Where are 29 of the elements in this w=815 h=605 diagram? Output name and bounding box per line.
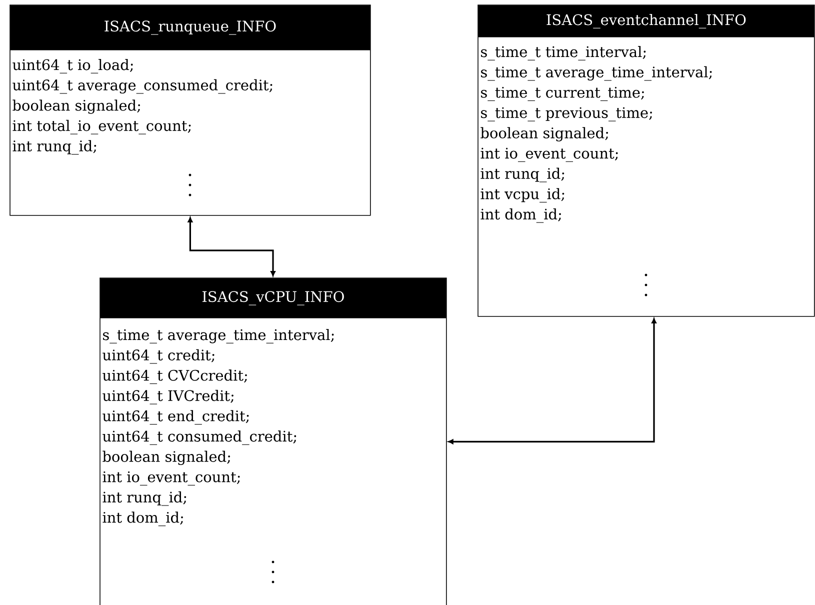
field-text: uint64_t io_load;	[12, 58, 133, 74]
field-text: uint64_t CVCcredit;	[102, 370, 247, 384]
class-header: ISACS_eventchannel_INFO	[478, 5, 814, 38]
field-text: boolean signaled;	[102, 450, 230, 466]
field-text: int runq_id;	[102, 491, 186, 506]
arrow	[448, 318, 656, 444]
field-text: uint64_t IVCredit;	[102, 390, 234, 404]
field-text: int total_io_event_count;	[12, 120, 191, 134]
field-text: uint64_t consumed_credit;	[102, 430, 296, 445]
field-text: uint64_t average_consumed_credit;	[12, 79, 272, 94]
field-text: int runq_id;	[480, 168, 564, 182]
field-text: s_time_t time_interval;	[481, 46, 646, 60]
field-text: s_time_t current_time;	[481, 86, 644, 101]
field-text: int io_event_count;	[480, 148, 618, 162]
class-header: ISACS_vCPU_INFO	[100, 278, 446, 318]
field-text: int vcpu_id;	[480, 188, 564, 202]
arrow	[188, 217, 276, 276]
class-header: ISACS_runqueue_INFO	[10, 5, 370, 50]
field-text: boolean signaled;	[480, 127, 608, 142]
field-text: int runq_id;	[12, 140, 96, 155]
field-text: uint64_t end_credit;	[102, 410, 249, 425]
field-text: s_time_t average_time_interval;	[481, 66, 712, 81]
field-text: uint64_t credit;	[102, 349, 214, 364]
field-text: boolean signaled;	[12, 100, 140, 114]
field-text: int dom_id;	[480, 208, 561, 223]
field-text: int io_event_count;	[102, 471, 240, 486]
field-text: s_time_t previous_time;	[481, 107, 652, 122]
field-text: s_time_t average_time_interval;	[103, 328, 334, 344]
field-text: int dom_id;	[102, 512, 183, 526]
